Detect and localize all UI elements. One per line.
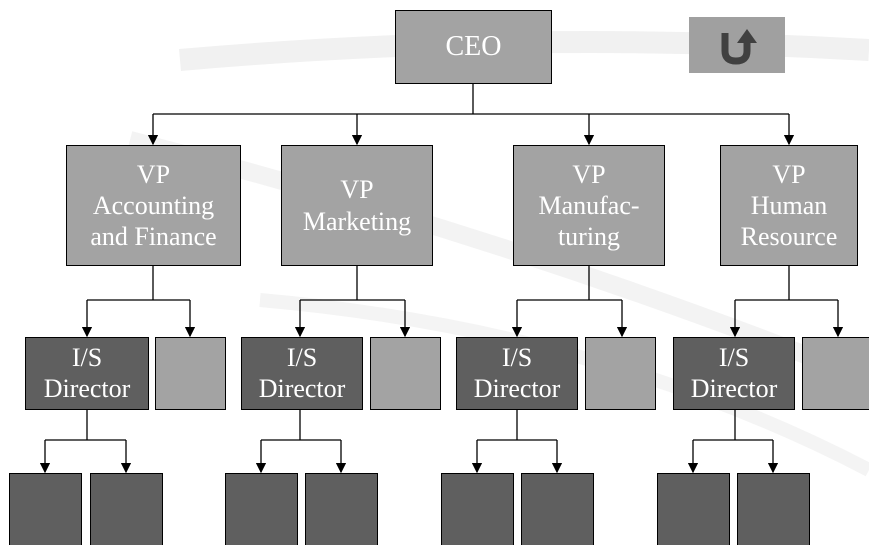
is-director-node: I/S Director — [25, 337, 149, 410]
side-box — [155, 337, 226, 410]
side-box — [802, 337, 869, 410]
director-label: I/S Director — [690, 342, 778, 403]
vp-accounting-finance-node: VP Accounting and Finance — [66, 145, 241, 266]
subordinate-box — [441, 473, 514, 545]
subordinate-box — [90, 473, 163, 545]
vp-manufacturing-node: VP Manufac- turing — [513, 145, 665, 266]
director-label: I/S Director — [473, 342, 561, 403]
vp-label: VP Marketing — [302, 175, 412, 236]
return-button[interactable] — [689, 17, 785, 73]
subordinate-box — [737, 473, 810, 545]
side-box — [585, 337, 656, 410]
is-director-node: I/S Director — [241, 337, 363, 410]
vp-label: VP Human Resource — [740, 159, 838, 252]
side-box — [370, 337, 441, 410]
vp-label: VP Accounting and Finance — [90, 159, 217, 252]
vp-label: VP Manufac- turing — [538, 159, 640, 252]
director-label: I/S Director — [43, 342, 131, 403]
director-label: I/S Director — [258, 342, 346, 403]
vp-human-resource-node: VP Human Resource — [720, 145, 858, 266]
subordinate-box — [305, 473, 378, 545]
vp-marketing-node: VP Marketing — [281, 145, 433, 266]
u-turn-up-arrow-icon — [721, 29, 757, 65]
is-director-node: I/S Director — [673, 337, 795, 410]
subordinate-box — [225, 473, 298, 545]
subordinate-box — [9, 473, 82, 545]
subordinate-box — [657, 473, 730, 545]
subordinate-box — [521, 473, 594, 545]
is-director-node: I/S Director — [456, 337, 578, 410]
ceo-node: CEO — [395, 10, 552, 84]
ceo-label: CEO — [445, 31, 502, 62]
